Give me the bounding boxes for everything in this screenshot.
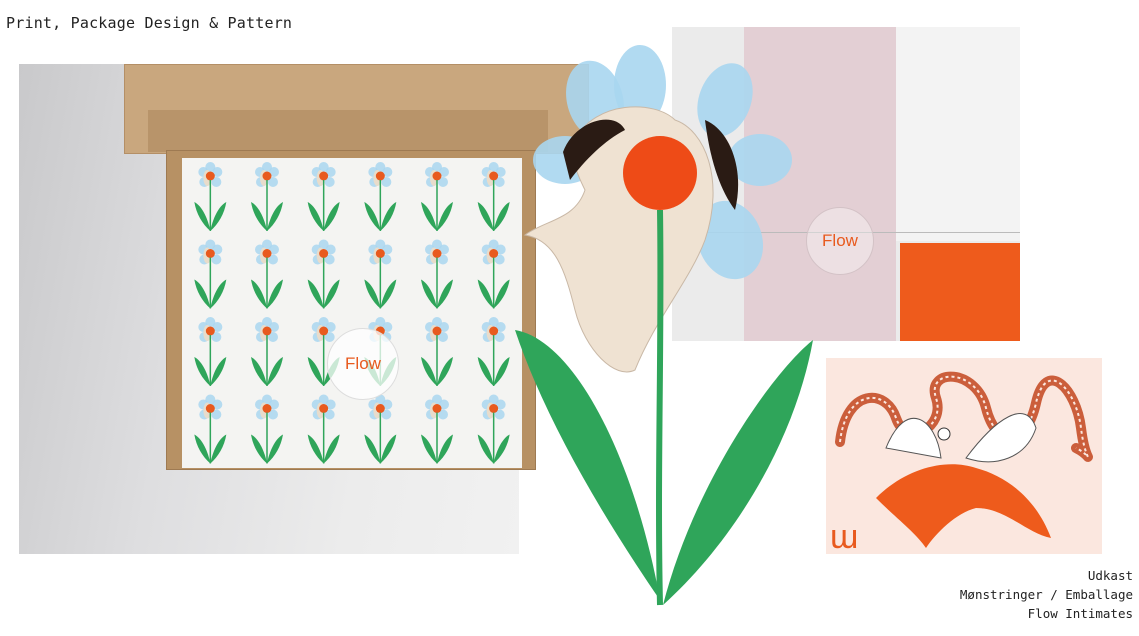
tissue-paper-pattern: Flow xyxy=(182,158,522,468)
package-mockup: Flow xyxy=(672,27,1020,341)
pattern-flower xyxy=(364,394,397,464)
box-lid-inner xyxy=(148,110,548,152)
pattern-flower xyxy=(421,239,453,309)
flower-pattern xyxy=(194,162,510,464)
package-white-paper xyxy=(896,27,1020,241)
pattern-flower xyxy=(251,162,283,231)
pattern-flower xyxy=(194,162,227,231)
petal xyxy=(697,63,753,137)
pattern-flower xyxy=(364,162,397,231)
caption-line-3: Flow Intimates xyxy=(1027,606,1133,621)
package-orange-paper xyxy=(900,243,1020,341)
pattern-flower xyxy=(194,239,227,309)
pattern-flower xyxy=(251,239,283,309)
pattern-flower xyxy=(194,394,227,464)
flower-center xyxy=(623,136,697,210)
caption-block: Udkast Mønstringer / Emballage Flow Inti… xyxy=(960,566,1133,623)
dancer-hair xyxy=(563,119,625,180)
pattern-flower xyxy=(477,239,510,309)
flow-sticker-package: Flow xyxy=(806,207,874,275)
pattern-flower xyxy=(307,394,340,464)
petal xyxy=(696,200,764,280)
petal xyxy=(614,45,666,125)
brand-mark: ɯ xyxy=(830,518,858,554)
pattern-flower xyxy=(477,317,510,386)
caption-line-1: Udkast xyxy=(1087,568,1133,583)
pattern-flower xyxy=(251,394,283,464)
petal xyxy=(728,134,792,186)
pattern-flower xyxy=(477,162,510,231)
pattern-flower xyxy=(421,394,453,464)
pattern-flower xyxy=(421,317,453,386)
pattern-flower xyxy=(307,162,340,231)
flow-sticker-package-text: Flow xyxy=(822,231,858,250)
illustration-card: ɯ xyxy=(826,358,1102,554)
page-title: Print, Package Design & Pattern xyxy=(6,14,293,32)
dancer-hair-right xyxy=(705,120,739,210)
dancer-illustration: ɯ xyxy=(830,371,1093,554)
left-leaf xyxy=(515,330,660,600)
pattern-flower xyxy=(307,239,340,309)
pattern-flower xyxy=(421,162,453,231)
pattern-flower xyxy=(364,239,397,309)
pattern-flower xyxy=(194,317,227,386)
flow-sticker-text: Flow xyxy=(345,354,381,373)
flower-stem xyxy=(656,209,664,606)
right-leaf xyxy=(663,340,813,605)
pattern-flower xyxy=(477,394,510,464)
caption-line-2: Mønstringer / Emballage xyxy=(959,587,1133,602)
pattern-flower xyxy=(251,317,283,386)
flow-sticker-box: Flow xyxy=(327,328,399,400)
big-flower-illustration xyxy=(515,45,813,606)
